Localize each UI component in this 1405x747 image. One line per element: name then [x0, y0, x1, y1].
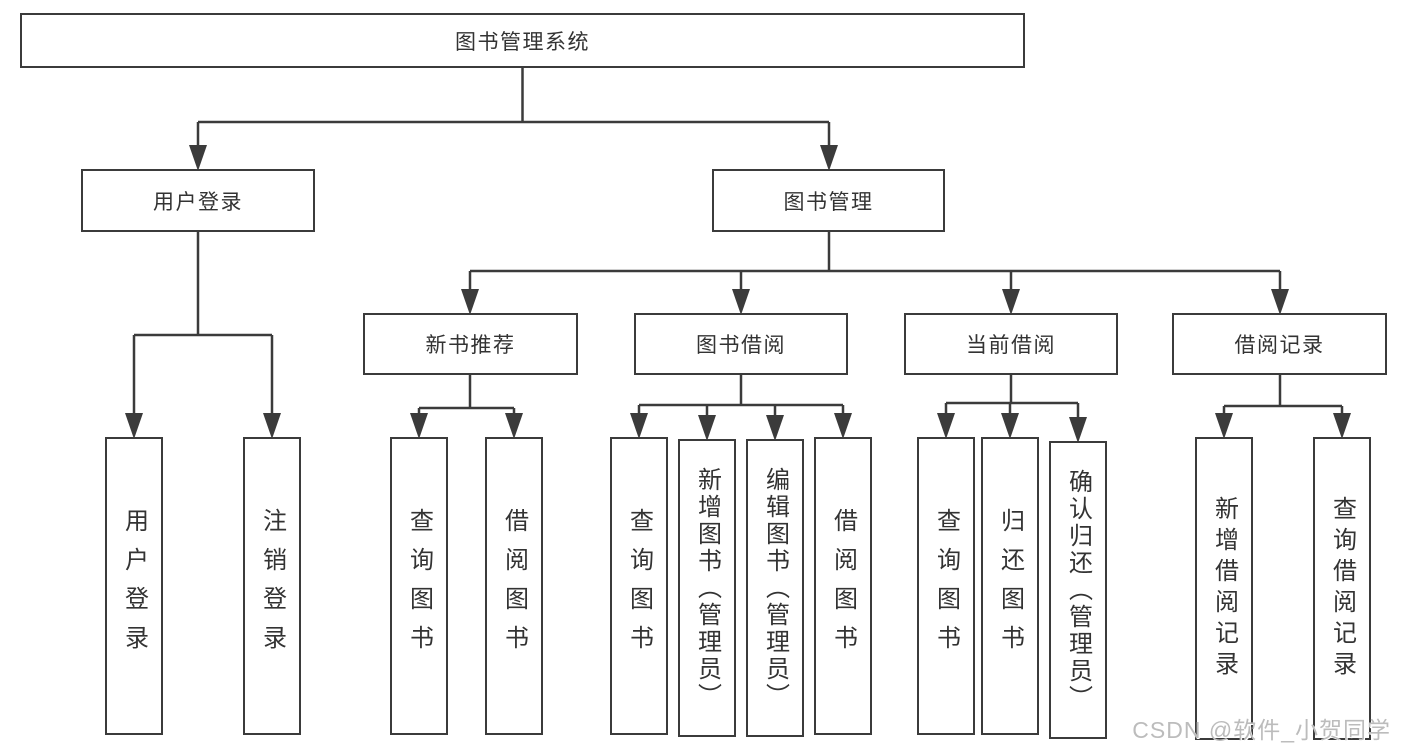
leaf-borrow-books: 借阅图书 [814, 437, 872, 735]
leaf-add-borrow-record: 新增借阅记录 [1195, 437, 1253, 740]
leaf-add-books-admin: 新增图书（管理员） [678, 439, 736, 737]
node-new-book-recommendation: 新书推荐 [363, 313, 578, 375]
leaf-user-login: 用户登录 [105, 437, 163, 735]
node-book-borrowing: 图书借阅 [634, 313, 848, 375]
leaf-query-books: 查询图书 [390, 437, 448, 735]
node-current-borrowing: 当前借阅 [904, 313, 1118, 375]
node-library-management-system: 图书管理系统 [20, 13, 1025, 68]
csdn-watermark: CSDN @软件_小贺同学 [1132, 717, 1391, 743]
leaf-query-books: 查询图书 [917, 437, 975, 735]
leaf-edit-books-admin: 编辑图书（管理员） [746, 439, 804, 737]
node-borrowing-records: 借阅记录 [1172, 313, 1387, 375]
arrowheads [125, 145, 1351, 443]
node-user-login: 用户登录 [81, 169, 315, 232]
node-book-management: 图书管理 [712, 169, 945, 232]
leaf-query-borrow-record: 查询借阅记录 [1313, 437, 1371, 740]
leaf-borrow-books: 借阅图书 [485, 437, 543, 735]
leaf-confirm-return-admin: 确认归还（管理员） [1049, 441, 1107, 739]
leaf-logout: 注销登录 [243, 437, 301, 735]
leaf-query-books: 查询图书 [610, 437, 668, 735]
leaf-return-books: 归还图书 [981, 437, 1039, 735]
